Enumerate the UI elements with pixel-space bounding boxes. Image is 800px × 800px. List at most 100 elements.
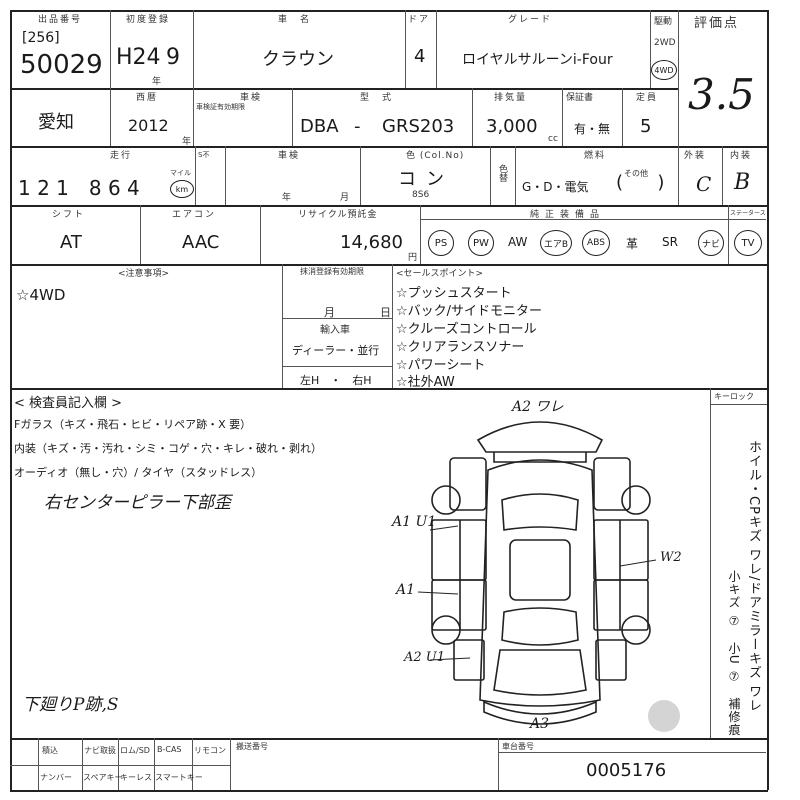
ext-label: 外装 [684,151,707,161]
year-label: 西暦 [136,93,159,103]
mark-front: A2 ワレ [512,399,564,415]
km-unit: km [170,180,194,198]
warranty-label: 保証書 [566,93,594,103]
int-label: 内装 [730,151,753,161]
sales-point: ☆プッシュスタート [396,286,512,301]
fuel-other: その他 [624,169,648,178]
audio-tire-line: オーディオ（無し・穴）/ タイヤ（スタッドレス） [14,466,263,479]
grade-label: グレード [508,15,553,25]
score: 3.5 [688,70,755,119]
sales-point: ☆バック/サイドモニター [396,304,543,319]
seats: 5 [640,116,652,137]
mileage-label: 走行 [110,151,133,161]
fuel-paren: ( ) [616,172,665,193]
shift: AT [60,232,82,253]
keylock-label: キーロック [714,392,754,401]
dereg-day: 日 [380,306,391,319]
car-name: クラウン [262,49,334,70]
expiry-sub: 車検証有効期限 [196,103,245,111]
expiry-label: 車検 [240,93,263,103]
sales-point: ☆社外AW [396,375,455,390]
reg-month: 9 [166,45,180,70]
footer-label-8: キーレス [120,773,152,782]
model-dash: - [354,116,361,137]
model-label: 型 式 [360,93,394,103]
equip-pw: PW [468,230,494,256]
recycle: 14,680 [340,232,403,253]
handle-side: 左H ・ 右H [300,374,372,387]
color-no: 8S6 [412,190,430,200]
dereg-month: 月 [324,306,335,319]
hand-note-pillar: 右センターピラー下部歪 [44,493,231,513]
dereg-label: 抹消登録有効期限 [300,267,364,276]
drive-label: 駆動 [654,17,673,27]
color-label: 色 (Col.No) [406,151,465,161]
drive-4wd: 4WD [651,60,677,80]
model: GRS203 [382,116,455,137]
seats-label: 定員 [636,93,659,103]
color: コン [398,169,454,190]
footer-label-9: スマートキー [155,773,203,782]
insp-year: 年 [282,193,292,203]
equip-aw: AW [508,235,528,249]
cc-unit: cc [548,134,558,144]
reg-unit: 年 [152,77,162,87]
glass-line: Fガラス（キズ・飛石・ヒビ・リペア跡・X 要） [14,418,252,431]
equip-sr: SR [662,235,678,249]
note-4wd: ☆4WD [16,286,66,304]
reg-label: 初度登録 [126,15,171,25]
equip-abs: ABS [582,230,610,256]
interior-line: 内装（キズ・汚・汚れ・シミ・コゲ・穴・キレ・破れ・剥れ） [14,442,322,455]
grade: ロイヤルサルーンi-Four [462,52,613,68]
ext-grade: C [696,172,712,196]
import-val: ディーラー・並行 [292,344,380,357]
door-label: ドア [408,15,431,25]
score-label: 評価点 [694,16,740,31]
fuel-label: 燃料 [584,151,607,161]
side-damage-sub: 小キズ ⑦ 小U ⑦ 補修痕 [727,570,741,737]
hand-note-under: 下廻りP跡,S [22,695,119,715]
sales-point: ☆クルーズコントロール [396,322,537,337]
equip-leather: 革 [626,237,639,251]
footer-label-4: B-CAS [157,745,182,754]
status-label: ステータース [730,210,766,217]
equip-navi: ナビ [698,230,724,256]
insp-month: 月 [340,193,350,203]
mark-left-mid: A1 [396,582,416,598]
mileage: 1 2 1 8 6 4 [18,176,140,200]
footer-label-7: スペアキー [83,773,123,782]
ac: AAC [182,232,220,253]
ac-label: エアコン [172,210,217,220]
cc: 3,000 [486,116,538,137]
name-label: 車 名 [278,15,312,25]
notes-label: <注意事項> [118,269,170,279]
cc-label: 排気量 [494,93,528,103]
location: 愛知 [38,112,74,133]
drive-2wd: 2WD [654,38,676,48]
transport-label: 搬送番号 [236,742,268,751]
footer-label-2: ナビ取扱 [84,746,116,755]
lot-label: 出品番号 [38,15,83,25]
inspection-title: < 検査員記入欄 > [14,396,123,411]
int-grade: B [734,170,751,195]
footer-label-3: ロム/SD [120,746,150,755]
reg-era: H24 [116,45,161,70]
sales-point: ☆パワーシート [396,358,486,373]
meter-label: S不 [198,151,210,159]
mark-right: W2 [660,550,682,565]
mark-left-front: A1 U1 [392,514,437,530]
equip-label: 純正装備品 [530,210,606,220]
inspection-label: 車検 [278,151,301,161]
recycle-label: リサイクル預託金 [298,210,378,220]
mile-unit: マイル [170,169,191,177]
body-label: 車台番号 [502,742,534,751]
fuel: G・D・電気 [522,180,589,194]
footer-label-5: リモコン [194,746,226,755]
equip-ps: PS [428,230,454,256]
shift-label: シフト [52,210,86,220]
equip-tv: TV [734,230,762,256]
body-number: 0005176 [586,760,667,781]
warranty: 有・無 [574,122,611,136]
footer-label-1: 積込 [42,746,58,755]
year: 2012 [128,116,169,135]
